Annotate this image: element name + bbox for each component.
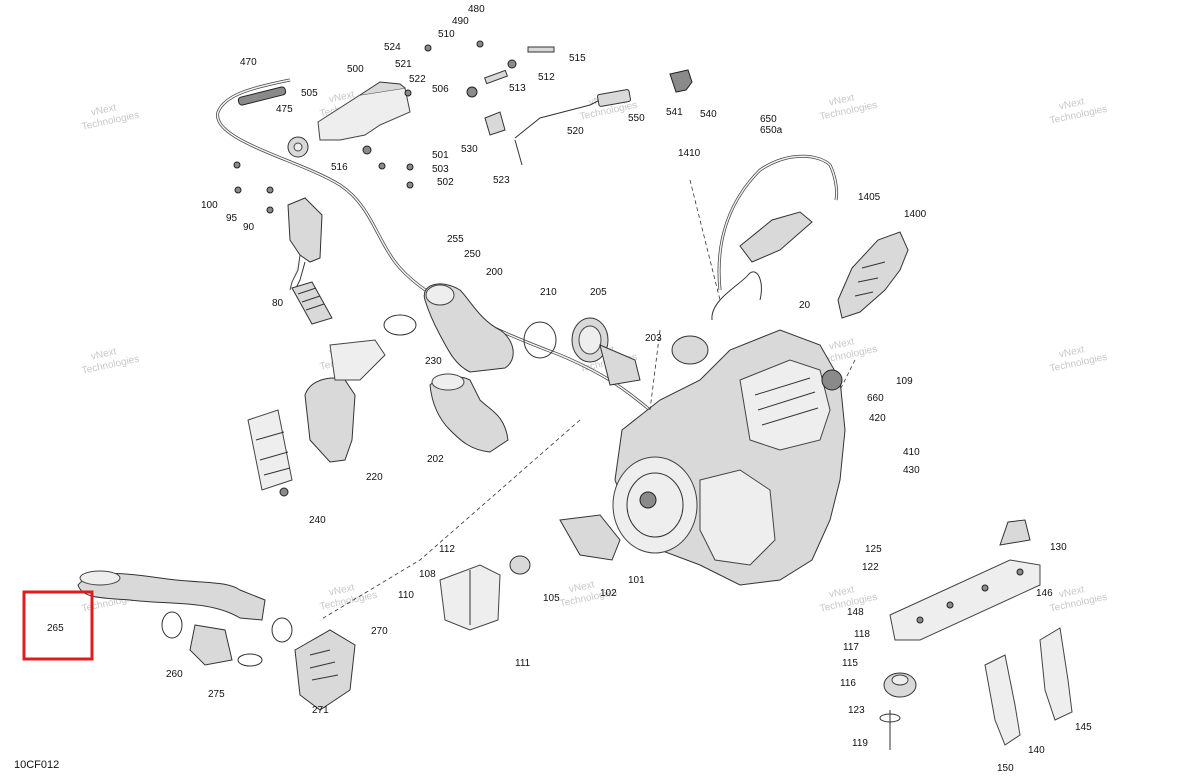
- callout-502: 502: [437, 177, 454, 188]
- callout-410: 410: [903, 447, 920, 458]
- callout-110: 110: [398, 590, 414, 601]
- watermark-line: vNext: [828, 584, 856, 600]
- callout-117: 117: [843, 642, 859, 653]
- callout-140: 140: [1028, 745, 1045, 756]
- callout-80: 80: [272, 298, 284, 309]
- callout-260: 260: [166, 669, 183, 680]
- callout-506: 506: [432, 84, 449, 95]
- callout-541: 541: [666, 107, 683, 118]
- watermark-line: vNext: [1058, 96, 1086, 112]
- callout-240: 240: [309, 515, 326, 526]
- callout-115: 115: [842, 658, 858, 669]
- callout-255: 255: [447, 234, 464, 245]
- watermark-line: vNext: [90, 102, 118, 118]
- callout-112: 112: [439, 544, 455, 555]
- callout-116: 116: [840, 678, 856, 689]
- callout-515: 515: [569, 53, 586, 64]
- watermark-line: vNext: [1058, 584, 1086, 600]
- callout-230: 230: [425, 356, 442, 367]
- callout-100: 100: [201, 200, 218, 211]
- callout-265: 265: [47, 623, 64, 634]
- watermark-line: vNext: [90, 346, 118, 362]
- callout-510: 510: [438, 29, 455, 40]
- callout-650: 650: [760, 114, 777, 125]
- callout-1410: 1410: [678, 148, 701, 159]
- callout-523: 523: [493, 175, 510, 186]
- callout-513: 513: [509, 83, 526, 94]
- callout-475: 475: [276, 104, 293, 115]
- callout-516: 516: [331, 162, 348, 173]
- callout-20: 20: [799, 300, 811, 311]
- callout-540: 540: [700, 109, 717, 120]
- callout-146: 146: [1036, 588, 1053, 599]
- callout-250: 250: [464, 249, 481, 260]
- callout-108: 108: [419, 569, 436, 580]
- watermark-line: vNext: [328, 582, 356, 598]
- callout-503: 503: [432, 164, 449, 175]
- callout-470: 470: [240, 57, 257, 68]
- callout-530: 530: [461, 144, 478, 155]
- callout-501: 501: [432, 150, 449, 161]
- callout-148: 148: [847, 607, 864, 618]
- callout-105: 105: [543, 593, 560, 604]
- callout-123: 123: [848, 705, 865, 716]
- callout-220: 220: [366, 472, 383, 483]
- callout-505: 505: [301, 88, 318, 99]
- callout-130: 130: [1050, 542, 1067, 553]
- highlight-box: [22, 590, 94, 661]
- callout-203: 203: [645, 333, 662, 344]
- callout-202: 202: [427, 454, 444, 465]
- callout-1400: 1400: [904, 209, 927, 220]
- callout-524: 524: [384, 42, 401, 53]
- watermark-line: vNext: [1058, 344, 1086, 360]
- callout-122: 122: [862, 562, 879, 573]
- callout-500: 500: [347, 64, 364, 75]
- watermark-line: vNext: [328, 89, 356, 105]
- callout-650a: 650a: [760, 125, 783, 136]
- callout-271: 271: [312, 705, 329, 716]
- callout-521: 521: [395, 59, 412, 70]
- callout-200: 200: [486, 267, 503, 278]
- callout-125: 125: [865, 544, 882, 555]
- callout-111: 111: [515, 658, 531, 669]
- callout-1405: 1405: [858, 192, 881, 203]
- callout-150: 150: [997, 763, 1014, 774]
- callout-512: 512: [538, 72, 555, 83]
- callout-119: 119: [852, 738, 868, 749]
- parts-artwork: [77, 40, 1073, 750]
- callout-420: 420: [869, 413, 886, 424]
- diagram-reference: 10CF012: [14, 759, 59, 771]
- callout-490: 490: [452, 16, 469, 27]
- watermark-line: vNext: [828, 336, 856, 352]
- callout-270: 270: [371, 626, 388, 637]
- watermark-line: vNext: [568, 579, 596, 595]
- callout-109: 109: [896, 376, 913, 387]
- callout-520: 520: [567, 126, 584, 137]
- callout-480: 480: [468, 4, 485, 15]
- callout-550: 550: [628, 113, 645, 124]
- watermark-line: vNext: [828, 92, 856, 108]
- callout-145: 145: [1075, 722, 1092, 733]
- callout-430: 430: [903, 465, 920, 476]
- callout-660: 660: [867, 393, 884, 404]
- callout-90: 90: [243, 222, 255, 233]
- callout-210: 210: [540, 287, 557, 298]
- callout-101: 101: [628, 575, 645, 586]
- callout-118: 118: [854, 629, 870, 640]
- callout-95: 95: [226, 213, 238, 224]
- callout-522: 522: [409, 74, 426, 85]
- callout-205: 205: [590, 287, 607, 298]
- callout-102: 102: [600, 588, 617, 599]
- callout-275: 275: [208, 689, 225, 700]
